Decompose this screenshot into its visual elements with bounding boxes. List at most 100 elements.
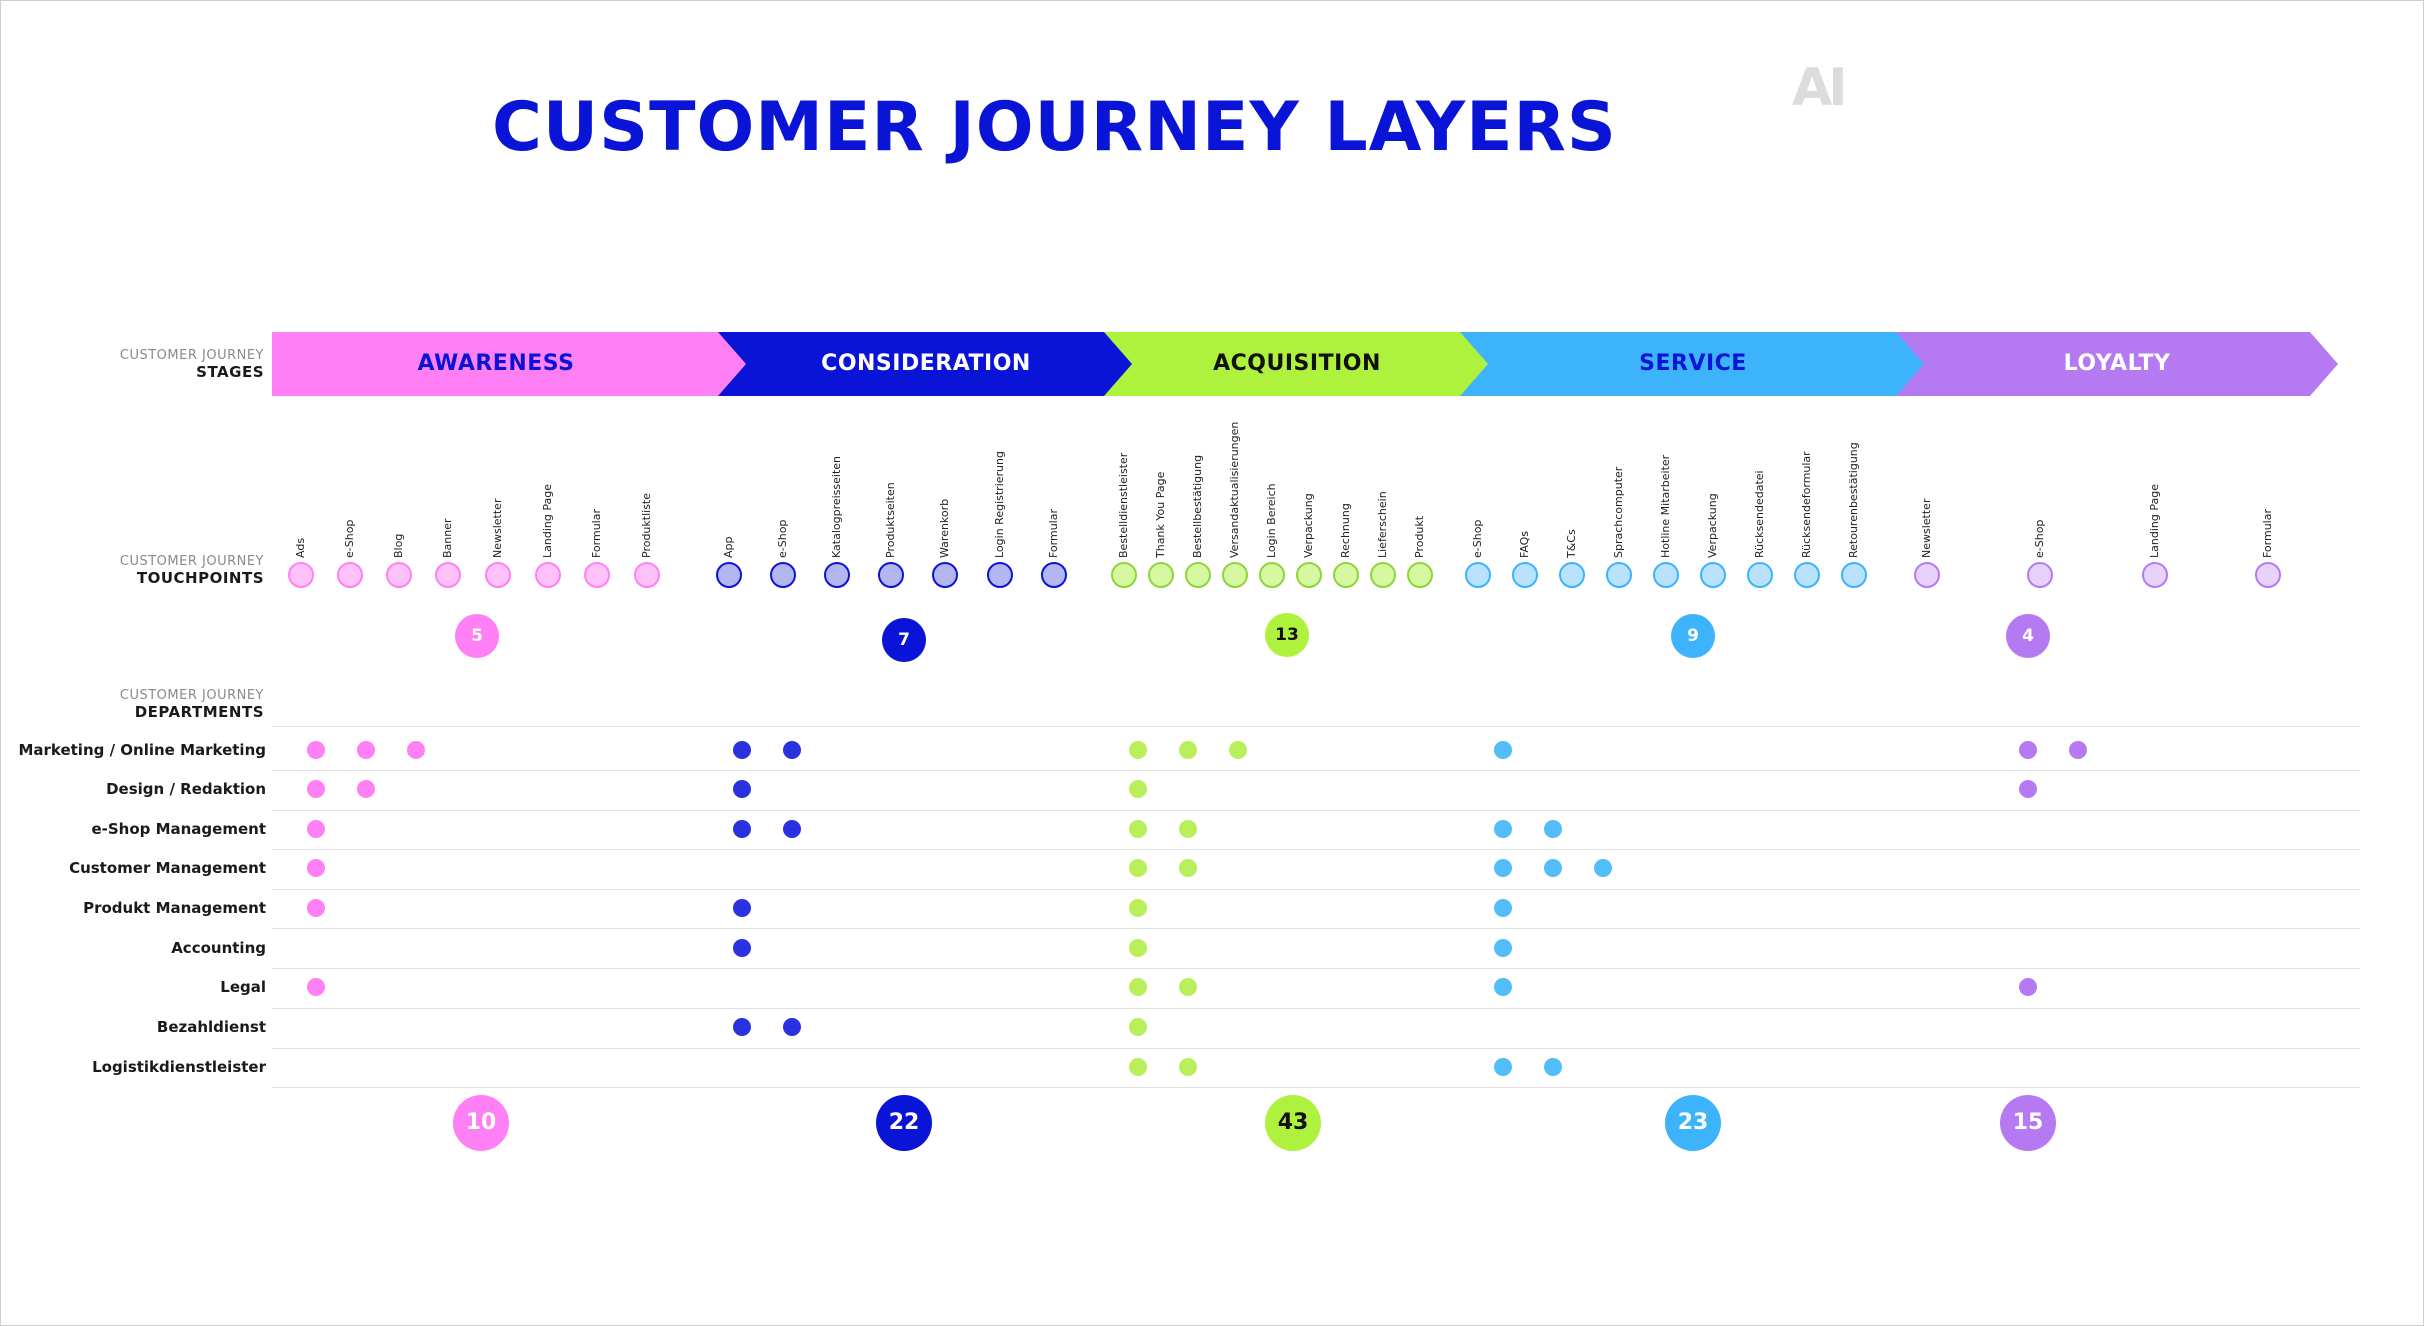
department-dot [1129,1058,1147,1076]
touchpoint-marker [1794,562,1820,588]
touchpoint-label: Landing Page [541,484,554,558]
touchpoint-label: Katalogpreisseiten [830,455,843,558]
stages-label-small: CUSTOMER JOURNEY [119,348,264,363]
touchpoint-label: Banner [441,518,454,558]
touchpoint-label: Ads [294,537,307,558]
touchpoint-marker [1653,562,1679,588]
department-name: Customer Management [69,859,266,877]
touchpoint-marker [1041,562,1067,588]
row-divider [272,849,2360,850]
department-dot [733,741,751,759]
department-dot [357,741,375,759]
stage-arrow-shape [1896,332,2338,396]
department-dot [307,978,325,996]
touchpoint-label: App [722,536,735,559]
touchpoint-count-badge: 4 [2006,614,2050,658]
department-dot [2019,741,2037,759]
touchpoint-marker [1148,562,1174,588]
row-divider [272,726,2360,727]
department-count-badge: 10 [453,1095,509,1151]
touchpoint-label: Produktliste [640,492,653,558]
department-dot [1179,859,1197,877]
department-name: Design / Redaktion [106,780,266,798]
row-divider [272,968,2360,969]
touchpoint-label: Warenkorb [938,498,951,558]
touchpoint-marker [288,562,314,588]
stage-arrow-fill [1104,332,1490,396]
touchpoint-marker [435,562,461,588]
touchpoint-label: Retourenbestätigung [1847,442,1860,558]
stage-label: AWARENESS [417,351,575,376]
department-dot [733,899,751,917]
touchpoint-marker [634,562,660,588]
row-divider [272,928,2360,929]
touchpoint-marker [337,562,363,588]
touchpoint-label: Sprachcomputer [1612,466,1625,558]
stage-arrow-shape [1460,332,1926,396]
touchpoint-marker [1700,562,1726,588]
department-count-badge: 43 [1265,1095,1321,1151]
department-name: Legal [220,978,266,996]
row-divider [272,1008,2360,1009]
touchpoint-label: Login Registrierung [993,451,1006,558]
department-name: Accounting [171,939,266,957]
touchpoint-label: Verpackung [1706,493,1719,558]
touchpoint-label: FAQs [1518,530,1531,558]
department-dot [733,939,751,957]
touchpoint-marker [1296,562,1322,588]
department-dot [1129,741,1147,759]
touchpoint-marker [584,562,610,588]
department-dot [307,780,325,798]
department-count-badge: 22 [876,1095,932,1151]
departments-label-big: DEPARTMENTS [134,703,264,721]
stage-arrow-fill [272,332,748,396]
departments-label: CUSTOMER JOURNEY DEPARTMENTS [120,688,264,720]
touchpoint-marker [1333,562,1359,588]
department-dot [1179,1058,1197,1076]
touchpoint-label: Bestellbestätigung [1191,454,1204,558]
department-dot [1129,820,1147,838]
touchpoint-marker [1606,562,1632,588]
stage-acquisition: ACQUISITION [1104,332,1490,396]
department-dot [1129,780,1147,798]
touchpoint-marker [1841,562,1867,588]
department-dot [1129,899,1147,917]
department-dot [307,899,325,917]
department-dot [783,820,801,838]
touchpoint-label: Verpackung [1302,493,1315,558]
touchpoint-label: Thank You Page [1154,471,1167,558]
stage-arrow-fill [1896,332,2338,396]
logo-mark: AI [1792,58,1848,118]
row-divider [272,770,2360,771]
touchpoint-marker [1185,562,1211,588]
touchpoint-label: e-Shop [776,519,789,558]
touchpoint-label: Formular [2261,508,2274,558]
touchpoint-marker [1512,562,1538,588]
touchpoint-label: Rücksendeformular [1800,451,1813,558]
touchpoint-marker [535,562,561,588]
department-dot [307,741,325,759]
touchpoint-count-badge: 13 [1265,613,1309,657]
department-dot [1229,741,1247,759]
touchpoint-marker [1222,562,1248,588]
touchpoint-marker [716,562,742,588]
department-dot [1179,978,1197,996]
touchpoints-label-small: CUSTOMER JOURNEY [119,554,264,569]
department-dot [733,1018,751,1036]
stage-label: ACQUISITION [1213,351,1381,376]
touchpoint-label: Rücksendedatei [1753,470,1766,558]
stage-label: CONSIDERATION [821,351,1031,376]
touchpoint-label: Versandaktualisierungen [1228,421,1241,558]
department-dot [357,780,375,798]
department-name: e-Shop Management [91,820,266,838]
department-name: Produkt Management [83,899,266,917]
touchpoint-marker [770,562,796,588]
departments-label-small: CUSTOMER JOURNEY [119,688,264,703]
row-divider [272,1087,2360,1088]
stage-awareness: AWARENESS [272,332,748,396]
touchpoint-label: Blog [392,533,405,558]
touchpoint-label: Lieferschein [1376,491,1389,558]
touchpoints-label: CUSTOMER JOURNEY TOUCHPOINTS [120,554,264,586]
department-dot [1179,741,1197,759]
department-dot [2019,780,2037,798]
